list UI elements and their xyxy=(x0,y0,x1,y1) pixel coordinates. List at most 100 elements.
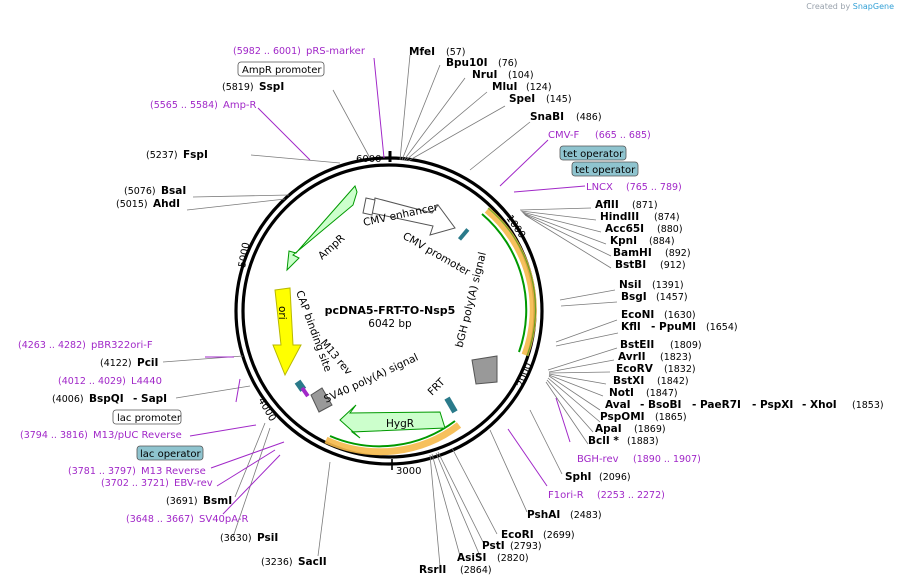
primer-lncx: LNCX xyxy=(586,182,613,193)
primer-bgh-rev: BGH-rev xyxy=(577,454,619,465)
site-snabi-pos: (486) xyxy=(576,112,602,123)
site-paer7i: - PaeR7I xyxy=(692,399,741,411)
site-bspqi: BspQI xyxy=(89,393,124,405)
box-ampr-promoter: AmpR promoter xyxy=(242,65,322,76)
site-acc65i: Acc65I xyxy=(605,223,644,235)
snapgene-credit: Created by SnapGene xyxy=(806,2,894,11)
primer-amp-r: Amp-R xyxy=(223,100,257,111)
site-bstxi: BstXI xyxy=(613,375,644,387)
site-asisi-pos: (2820) xyxy=(497,553,529,564)
site-mlui: MluI xyxy=(492,81,517,93)
site-sacii-pos: (3236) xyxy=(261,557,293,568)
site-snabi: SnaBI xyxy=(530,111,564,123)
site-psti: PstI xyxy=(482,540,505,552)
site-noti: NotI xyxy=(609,387,634,399)
primer-cmv-f: CMV-F xyxy=(548,130,579,141)
box-lac-operator: lac operator xyxy=(140,449,201,460)
primer-lncx-range: (765 .. 789) xyxy=(626,182,682,193)
site-ahdi: AhdI xyxy=(153,198,180,210)
primer-prs-marker: pRS-marker xyxy=(306,46,366,57)
site-mlui-pos: (124) xyxy=(526,82,552,93)
site-bpu10i-pos: (76) xyxy=(498,58,518,69)
site-bsgi: BsgI xyxy=(621,291,647,303)
site-ecori-pos: (2699) xyxy=(543,530,575,541)
primer-m13-rev: M13 Reverse xyxy=(141,466,206,477)
site-psii: PsiI xyxy=(257,532,278,544)
box-tet-operator-1: tet operator xyxy=(563,149,624,160)
box-tet-operator-2: tet operator xyxy=(575,165,636,176)
site-bcli-pos: (1883) xyxy=(627,436,659,447)
primer-m13-puc-rev: M13/pUC Reverse xyxy=(93,430,182,441)
site-kfli: KflI xyxy=(621,321,641,333)
primer-m13-puc-rev-range: (3794 .. 3816) xyxy=(20,430,88,441)
site-rsrii: RsrII xyxy=(419,564,446,576)
site-nrui-pos: (104) xyxy=(508,70,534,81)
site-sphi-pos: (2096) xyxy=(599,472,631,483)
site-sacii: SacII xyxy=(298,556,327,568)
site-fspi: FspI xyxy=(183,149,208,161)
primer-prs-marker-range: (5982 .. 6001) xyxy=(233,46,301,57)
site-bcli: BclI * xyxy=(588,435,619,447)
site-hindiii-pos: (874) xyxy=(654,212,680,223)
site-ecorv: EcoRV xyxy=(616,363,654,375)
snapgene-logo: SnapGene xyxy=(852,2,894,11)
site-psti-pos: (2793) xyxy=(510,541,542,552)
primer-m13-rev-range: (3781 .. 3797) xyxy=(68,466,136,477)
feature-ampr: AmpR xyxy=(316,232,347,262)
feature-cap-site: CAP binding site xyxy=(293,289,334,374)
primer-pbr322ori-f-range: (4263 .. 4282) xyxy=(18,340,86,351)
site-psii-pos: (3630) xyxy=(220,533,252,544)
site-bamhi-pos: (892) xyxy=(665,248,691,259)
site-ecori: EcoRI xyxy=(501,529,534,541)
site-avrii-pos: (1823) xyxy=(660,352,692,363)
primer-leaders xyxy=(189,57,586,515)
site-bsai: BsaI xyxy=(161,185,186,197)
site-sphi: SphI xyxy=(565,471,591,483)
site-ahdi-pos: (5015) xyxy=(116,199,148,210)
site-asisi: AsiSI xyxy=(457,552,486,564)
site-sspi: SspI xyxy=(259,81,284,93)
primer-ebv-rev-range: (3702 .. 3721) xyxy=(101,478,169,489)
site-sapi: - SapI xyxy=(133,393,167,405)
feature-arrows xyxy=(272,185,537,456)
site-mfei: MfeI xyxy=(409,46,435,58)
primer-l4440-range: (4012 .. 4029) xyxy=(58,376,126,387)
site-econi-pos: (1630) xyxy=(664,310,696,321)
site-pspomi-pos: (1865) xyxy=(655,412,687,423)
tick-5000: 5000 xyxy=(237,242,252,269)
primer-f1ori-r: F1ori-R xyxy=(548,490,584,501)
site-bpu10i: Bpu10I xyxy=(446,57,488,69)
site-fspi-pos: (5237) xyxy=(146,150,178,161)
site-ppumi: - PpuMI xyxy=(651,321,696,333)
site-nsii: NsiI xyxy=(619,279,642,291)
site-bspqi-pos: (4006) xyxy=(52,394,84,405)
site-kpni: KpnI xyxy=(610,235,637,247)
feature-frt: FRT xyxy=(426,376,448,398)
site-pcii: PciI xyxy=(137,357,158,369)
primer-pbr322ori-f: pBR322ori-F xyxy=(91,340,153,351)
tick-6000: 6000 xyxy=(356,154,381,165)
site-spei: SpeI xyxy=(509,93,535,105)
site-pshai: PshAI xyxy=(527,509,560,521)
site-pcii-pos: (4122) xyxy=(100,358,132,369)
site-bsai-pos: (5076) xyxy=(124,186,156,197)
site-bsgi-pos: (1457) xyxy=(656,292,688,303)
site-noti-pos: (1847) xyxy=(646,388,678,399)
site-spei-pos: (145) xyxy=(546,94,572,105)
primer-sv40pa-r: SV40pA-R xyxy=(199,514,248,525)
site-ecorv-pos: (1832) xyxy=(664,364,696,375)
plasmid-name: pcDNA5-FRT-TO-Nsp5 xyxy=(325,304,456,317)
site-apai-pos: (1869) xyxy=(634,424,666,435)
site-bamhi: BamHI xyxy=(613,247,652,259)
site-xhoi: - XhoI xyxy=(802,399,837,411)
site-sspi-pos: (5819) xyxy=(222,82,254,93)
primer-l4440: L4440 xyxy=(131,376,162,387)
site-ppumi-pos: (1654) xyxy=(706,322,738,333)
site-acc65i-pos: (880) xyxy=(657,224,683,235)
site-rsrii-pos: (2864) xyxy=(460,565,492,576)
site-aflii: AflII xyxy=(595,199,619,211)
restriction-site-leaders xyxy=(162,54,619,567)
primer-cmv-f-range: (665 .. 685) xyxy=(595,130,651,141)
plasmid-size: 6042 bp xyxy=(368,318,412,330)
site-avai: AvaI xyxy=(605,399,631,411)
